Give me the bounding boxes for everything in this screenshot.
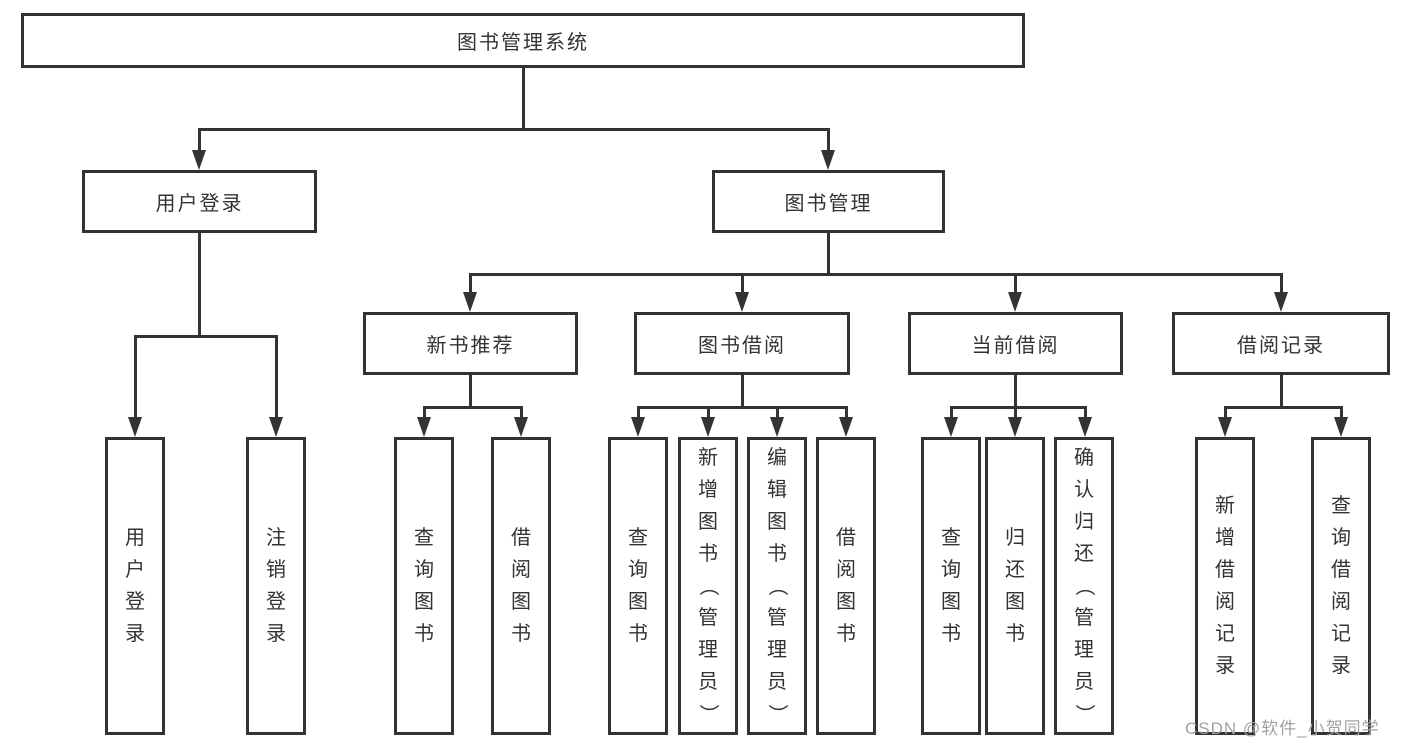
node-leaf-current-confirm: 确认归还（管理员） bbox=[1054, 437, 1114, 735]
node-user-login: 用户登录 bbox=[82, 170, 317, 233]
arrowhead-down-icon bbox=[701, 417, 715, 437]
arrowhead-down-icon bbox=[1218, 417, 1232, 437]
connector-line bbox=[706, 406, 710, 421]
node-leaf-borrow-query-label: 查询图书 bbox=[628, 527, 648, 645]
node-borrow-record: 借阅记录 bbox=[1172, 312, 1390, 375]
node-leaf-borrow-add-label: 新增图书（管理员） bbox=[697, 447, 719, 724]
node-leaf-borrow-add: 新增图书（管理员） bbox=[678, 437, 738, 735]
node-current-borrow: 当前借阅 bbox=[908, 312, 1123, 375]
connector-line bbox=[844, 406, 848, 421]
arrowhead-down-icon bbox=[128, 417, 142, 437]
connector-line bbox=[1013, 406, 1017, 421]
connector-root-stem bbox=[521, 68, 525, 128]
arrowhead-down-icon bbox=[944, 417, 958, 437]
node-leaf-recommend-borrow-label: 借阅图书 bbox=[511, 527, 531, 645]
arrowhead-down-icon bbox=[192, 150, 206, 170]
node-leaf-recommend-query-label: 查询图书 bbox=[414, 527, 434, 645]
arrowhead-down-icon bbox=[631, 417, 645, 437]
arrowhead-down-icon bbox=[1334, 417, 1348, 437]
arrowhead-down-icon bbox=[1078, 417, 1092, 437]
node-leaf-recommend-query: 查询图书 bbox=[394, 437, 454, 735]
connector-current-bar bbox=[949, 406, 1087, 409]
connector-line bbox=[740, 273, 744, 296]
connector-line bbox=[274, 335, 278, 421]
node-user-login-label: 用户登录 bbox=[155, 193, 244, 215]
node-book-management: 图书管理 bbox=[712, 170, 945, 233]
node-leaf-record-add-label: 新增借阅记录 bbox=[1215, 495, 1235, 677]
connector-line bbox=[197, 128, 201, 154]
node-leaf-current-return-label: 归还图书 bbox=[1005, 527, 1025, 645]
connector-line bbox=[826, 128, 830, 154]
node-book-borrow-label: 图书借阅 bbox=[698, 335, 786, 357]
connector-recommend-bar bbox=[422, 406, 523, 409]
connector-line bbox=[468, 273, 472, 296]
csdn-watermark: CSDN @软件_小贺同学 bbox=[1185, 719, 1380, 738]
connector-record-stem bbox=[1279, 375, 1283, 406]
arrowhead-down-icon bbox=[770, 417, 784, 437]
node-leaf-current-query: 查询图书 bbox=[921, 437, 981, 735]
node-leaf-borrow-borrow: 借阅图书 bbox=[816, 437, 876, 735]
connector-line bbox=[1223, 406, 1227, 421]
node-book-borrow: 图书借阅 bbox=[634, 312, 850, 375]
node-current-borrow-label: 当前借阅 bbox=[971, 335, 1060, 357]
arrowhead-down-icon bbox=[417, 417, 431, 437]
node-leaf-record-add: 新增借阅记录 bbox=[1195, 437, 1255, 735]
node-leaf-recommend-borrow: 借阅图书 bbox=[491, 437, 551, 735]
node-leaf-borrow-query: 查询图书 bbox=[608, 437, 668, 735]
connector-borrow-bar bbox=[636, 406, 848, 409]
node-leaf-current-confirm-label: 确认归还（管理员） bbox=[1073, 447, 1095, 724]
node-book-management-label: 图书管理 bbox=[784, 193, 873, 215]
connector-line bbox=[133, 335, 137, 421]
connector-line bbox=[1083, 406, 1087, 421]
node-borrow-record-label: 借阅记录 bbox=[1237, 335, 1325, 357]
node-new-book-recommend-label: 新书推荐 bbox=[426, 335, 515, 357]
connector-record-bar bbox=[1223, 406, 1343, 409]
arrowhead-down-icon bbox=[514, 417, 528, 437]
node-leaf-borrow-edit: 编辑图书（管理员） bbox=[747, 437, 807, 735]
arrowhead-down-icon bbox=[463, 292, 477, 312]
node-leaf-record-query-label: 查询借阅记录 bbox=[1331, 495, 1351, 677]
arrowhead-down-icon bbox=[821, 150, 835, 170]
connector-user-login-bar bbox=[133, 335, 278, 338]
connector-line bbox=[1013, 273, 1017, 296]
node-leaf-logout: 注销登录 bbox=[246, 437, 306, 735]
connector-line bbox=[775, 406, 779, 421]
connector-line bbox=[636, 406, 640, 421]
node-leaf-record-query: 查询借阅记录 bbox=[1311, 437, 1371, 735]
connector-current-stem bbox=[1013, 375, 1017, 406]
node-new-book-recommend: 新书推荐 bbox=[363, 312, 578, 375]
connector-line bbox=[422, 406, 426, 421]
connector-recommend-stem bbox=[468, 375, 472, 406]
connector-line bbox=[949, 406, 953, 421]
arrowhead-down-icon bbox=[1008, 417, 1022, 437]
arrowhead-down-icon bbox=[735, 292, 749, 312]
connector-root-bar bbox=[197, 128, 830, 131]
node-leaf-user-login: 用户登录 bbox=[105, 437, 165, 735]
connector-book-mgmt-stem bbox=[826, 233, 830, 273]
node-leaf-borrow-edit-label: 编辑图书（管理员） bbox=[766, 447, 788, 724]
connector-book-mgmt-bar bbox=[468, 273, 1283, 276]
arrowhead-down-icon bbox=[1274, 292, 1288, 312]
node-leaf-current-query-label: 查询图书 bbox=[941, 527, 961, 645]
connector-borrow-stem bbox=[740, 375, 744, 406]
node-root: 图书管理系统 bbox=[21, 13, 1025, 68]
arrowhead-down-icon bbox=[839, 417, 853, 437]
arrowhead-down-icon bbox=[1008, 292, 1022, 312]
node-root-label: 图书管理系统 bbox=[457, 32, 589, 54]
node-leaf-user-login-label: 用户登录 bbox=[125, 527, 145, 645]
connector-line bbox=[519, 406, 523, 421]
arrowhead-down-icon bbox=[269, 417, 283, 437]
connector-line bbox=[1279, 273, 1283, 296]
node-leaf-borrow-borrow-label: 借阅图书 bbox=[836, 527, 856, 645]
node-leaf-current-return: 归还图书 bbox=[985, 437, 1045, 735]
node-leaf-logout-label: 注销登录 bbox=[266, 527, 286, 645]
connector-line bbox=[1339, 406, 1343, 421]
connector-user-login-stem bbox=[197, 233, 201, 335]
